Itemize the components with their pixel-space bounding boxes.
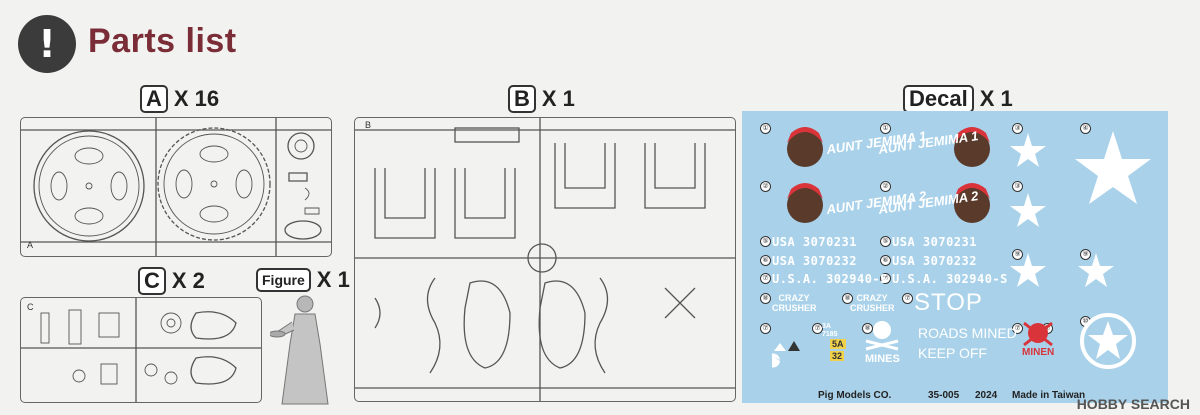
sprue-b: B: [354, 117, 736, 402]
serial-2-left: USA 3070232: [772, 254, 857, 268]
sprue-c-letter: C: [138, 267, 166, 295]
sprue-c: C: [20, 297, 262, 403]
decal-num: ⑤: [880, 236, 891, 247]
decal-num: ④: [1080, 123, 1091, 134]
sprue-b-label: B X 1: [508, 85, 575, 113]
sprue-a-label: A X 16: [140, 85, 219, 113]
sprue-c-qty: X 2: [171, 268, 205, 293]
decal-num: ②: [760, 181, 771, 192]
decal-letter: Decal: [903, 85, 974, 113]
sprue-c-corner: C: [27, 302, 34, 312]
decal-code: 35-005: [928, 390, 960, 401]
circle-star-decal: [1080, 313, 1136, 369]
tag-3a: 3A: [822, 323, 831, 330]
mines-text: MINES: [865, 353, 900, 365]
decal-qty: X 1: [979, 86, 1013, 111]
decal-num: ⑦: [880, 273, 891, 284]
figure-qty: X 1: [316, 267, 350, 292]
warning-icon: !: [18, 15, 76, 73]
watermark: HOBBY SEARCH: [1076, 396, 1190, 412]
sprue-b-letter: B: [508, 85, 536, 113]
decal-sheet: ① ① ② ② ③ ③ ④ ⑤ ⑤ ⑥ ⑥ ⑦ ⑦ ⑧ ⑧ ⑨ ⑨ ⑦ ⑦ ⑦ …: [742, 111, 1168, 403]
sprue-b-qty: X 1: [541, 86, 575, 111]
decal-maker: Pig Models CO.: [818, 390, 892, 401]
decal-num: ②: [880, 181, 891, 192]
sprue-b-drawing: B: [355, 118, 735, 401]
crazy-crusher-left: CRAZY CRUSHER: [772, 293, 817, 313]
decal-num: ⑦: [760, 273, 771, 284]
crazy-crusher-right: CRAZY CRUSHER: [850, 293, 895, 313]
decal-num: ⑦: [1012, 323, 1023, 334]
tag-5a: 5A: [830, 339, 846, 349]
tag-7185: 7185: [822, 331, 838, 338]
figure-drawing: [270, 295, 329, 405]
portrait-decals-left: [787, 127, 823, 223]
serial-3-left: U.S.A. 302940-S: [772, 272, 888, 286]
decal-num: ⑦: [902, 293, 913, 304]
star-decals: [1010, 131, 1151, 287]
decal-num: ③: [1012, 123, 1023, 134]
minen-text: MINEN: [1022, 347, 1055, 358]
decal-num: ①: [760, 123, 771, 134]
small-shape-decals: [772, 341, 800, 368]
sprue-c-label: C X 2: [138, 267, 205, 295]
sprue-c-drawing: C: [21, 298, 261, 402]
sprue-a-qty: X 16: [173, 86, 220, 111]
decal-num: ⑧: [760, 293, 771, 304]
decal-num: ⑧: [862, 323, 873, 334]
roads-mined-text: ROADS MINED: [918, 325, 1017, 341]
decal-num: ⑥: [760, 255, 771, 266]
decal-num: ③: [1012, 181, 1023, 192]
serial-3-right: U.S.A. 302940-S: [892, 272, 1008, 286]
figure-label: Figure X 1: [256, 267, 350, 293]
decal-year: 2024: [975, 390, 998, 401]
serial-1-right: USA 3070231: [892, 235, 977, 249]
stop-text: STOP: [914, 289, 983, 316]
sprue-a-corner: A: [27, 240, 33, 250]
decal-num: ⑤: [760, 236, 771, 247]
decal-label: Decal X 1: [903, 85, 1013, 113]
decal-num: ⑦: [812, 323, 823, 334]
decal-num: ⑧: [842, 293, 853, 304]
decal-num: ⑦: [760, 323, 771, 334]
minen-skull-decal: [1023, 321, 1053, 347]
decal-origin: Made in Taiwan: [1012, 390, 1086, 401]
decal-num: ⑨: [1012, 249, 1023, 260]
decal-num: ⑥: [880, 255, 891, 266]
decal-num: ⑨: [1080, 249, 1091, 260]
keep-off-text: KEEP OFF: [918, 345, 987, 361]
figure-letter: Figure: [256, 268, 311, 292]
sprue-a-drawing: A: [21, 118, 331, 256]
skull-decal: [865, 321, 899, 351]
sprue-b-corner: B: [365, 120, 371, 130]
sprue-a-letter: A: [140, 85, 168, 113]
sprue-a: A: [20, 117, 332, 257]
tag-32: 32: [830, 351, 845, 361]
serial-1-left: USA 3070231: [772, 235, 857, 249]
decal-num: ①: [880, 123, 891, 134]
page-title: Parts list: [88, 22, 237, 60]
portrait-decals-right: [954, 127, 990, 223]
serial-2-right: USA 3070232: [892, 254, 977, 268]
